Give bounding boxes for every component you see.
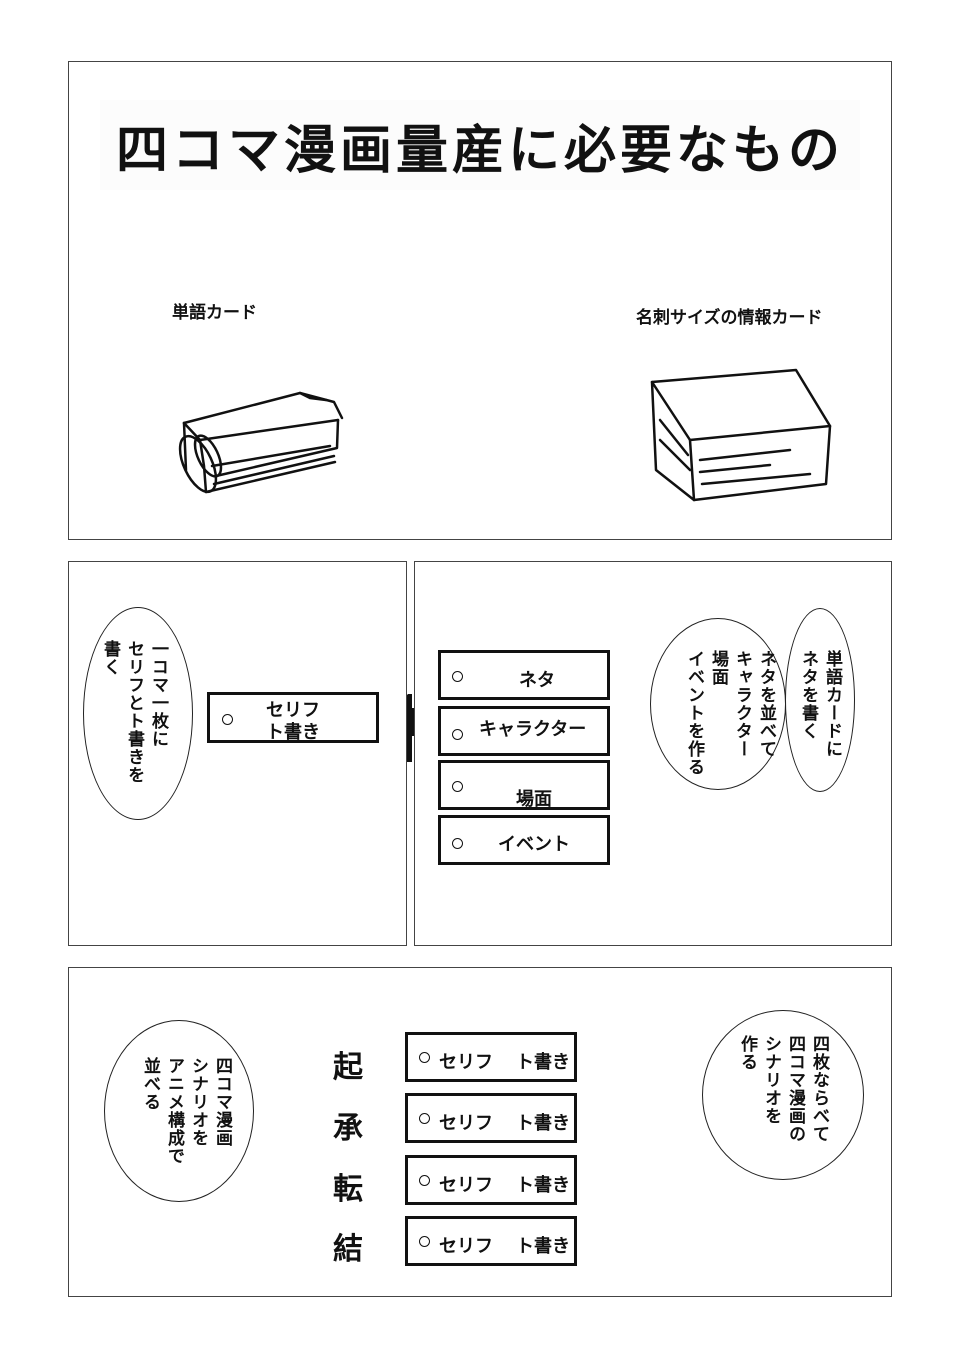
bubble-line: アニメ構成で	[164, 1057, 184, 1165]
ten-label: 転	[333, 1172, 363, 1207]
page-title: 四コマ漫画量産に必要なもの	[100, 100, 860, 190]
bubble-line: ネタを並べて	[756, 650, 776, 758]
serifu-togaki-card: セリフ ト書き	[207, 692, 379, 743]
card-togaki-label: ト書き	[266, 722, 320, 743]
card-hole-icon	[419, 1113, 430, 1124]
bubble-line: 一コマ一枚に	[148, 640, 168, 748]
card-bamen: 場面	[438, 760, 610, 810]
bubble-text-right-a: 単語カードに ネタを書く	[796, 650, 844, 785]
card-togaki-label: ト書き	[516, 1113, 570, 1134]
card-label: ネタ	[519, 670, 555, 691]
bubble-line: セリフとト書きを	[124, 640, 144, 784]
card-hole-icon	[419, 1052, 430, 1063]
scenario-card-2: セリフ ト書き	[405, 1093, 577, 1143]
sho-label: 承	[333, 1111, 363, 1146]
bubble-text-right-b: ネタを並べて キャラクター 場面 イベントを作る	[682, 650, 778, 785]
card-serifu-label: セリフ	[439, 1175, 493, 1196]
bubble-text-left: 一コマ一枚に セリフとト書きを 書く	[98, 640, 170, 810]
card-togaki-label: ト書き	[516, 1175, 570, 1196]
card-hole-icon	[419, 1236, 430, 1247]
card-togaki-label: ト書き	[516, 1236, 570, 1257]
bubble-line: 場面	[708, 650, 728, 686]
card-serifu-label: セリフ	[439, 1113, 493, 1134]
label-tango-card: 単語カード	[172, 303, 257, 323]
label-meishi-card: 名刺サイズの情報カード	[636, 308, 823, 328]
bubble-text-p3-left: 四コマ漫画 シナリオを アニメ構成で 並べる	[138, 1057, 234, 1187]
bubble-line: 作る	[737, 1035, 757, 1071]
bubble-line: シナリオを	[188, 1057, 208, 1147]
scenario-card-1: セリフ ト書き	[405, 1032, 577, 1082]
bubble-line: ネタを書く	[798, 650, 818, 740]
speech-bubble-right-a	[785, 608, 855, 792]
card-label: キャラクター	[479, 719, 587, 740]
bubble-line: 四枚ならべて	[809, 1035, 829, 1143]
card-character: キャラクター	[438, 706, 610, 756]
speech-bubble-left	[83, 607, 193, 820]
scenario-card-3: セリフ ト書き	[405, 1155, 577, 1205]
card-togaki-label: ト書き	[516, 1052, 570, 1073]
card-serifu-label: セリフ	[439, 1052, 493, 1073]
scenario-card-4: セリフ ト書き	[405, 1216, 577, 1266]
bubble-line: 四コマ漫画	[212, 1057, 232, 1147]
card-hole-icon	[452, 838, 463, 849]
bubble-line: 書く	[100, 640, 120, 676]
speech-bubble-right-b	[650, 618, 786, 790]
card-neta: ネタ	[438, 650, 610, 700]
bubble-line: 単語カードに	[822, 650, 842, 758]
card-hole-icon	[419, 1175, 430, 1186]
card-serifu-label: セリフ	[439, 1236, 493, 1257]
speech-bubble-p3-left	[104, 1020, 254, 1202]
bubble-text-p3-right: 四枚ならべて 四コマ漫画の シナリオを 作る	[735, 1035, 831, 1165]
ki-label: 起	[333, 1050, 363, 1085]
card-hole-icon	[222, 714, 233, 725]
card-hole-icon	[452, 781, 463, 792]
card-hole-icon	[452, 729, 463, 740]
bubble-line: イベントを作る	[684, 650, 704, 776]
bubble-line: キャラクター	[732, 650, 752, 758]
speech-bubble-p3-right	[702, 1010, 864, 1180]
card-serifu-label: セリフ	[266, 700, 320, 721]
card-hole-icon	[452, 671, 463, 682]
bubble-line: 四コマ漫画の	[785, 1035, 805, 1143]
bubble-line: シナリオを	[761, 1035, 781, 1125]
tango-card-bundle-icon	[178, 391, 344, 494]
bubble-line: 並べる	[140, 1057, 160, 1111]
meishi-card-stack-icon	[650, 368, 832, 502]
card-label: 場面	[516, 789, 552, 810]
card-label: イベント	[498, 834, 570, 855]
ketsu-label: 結	[333, 1232, 363, 1267]
card-event: イベント	[438, 815, 610, 865]
